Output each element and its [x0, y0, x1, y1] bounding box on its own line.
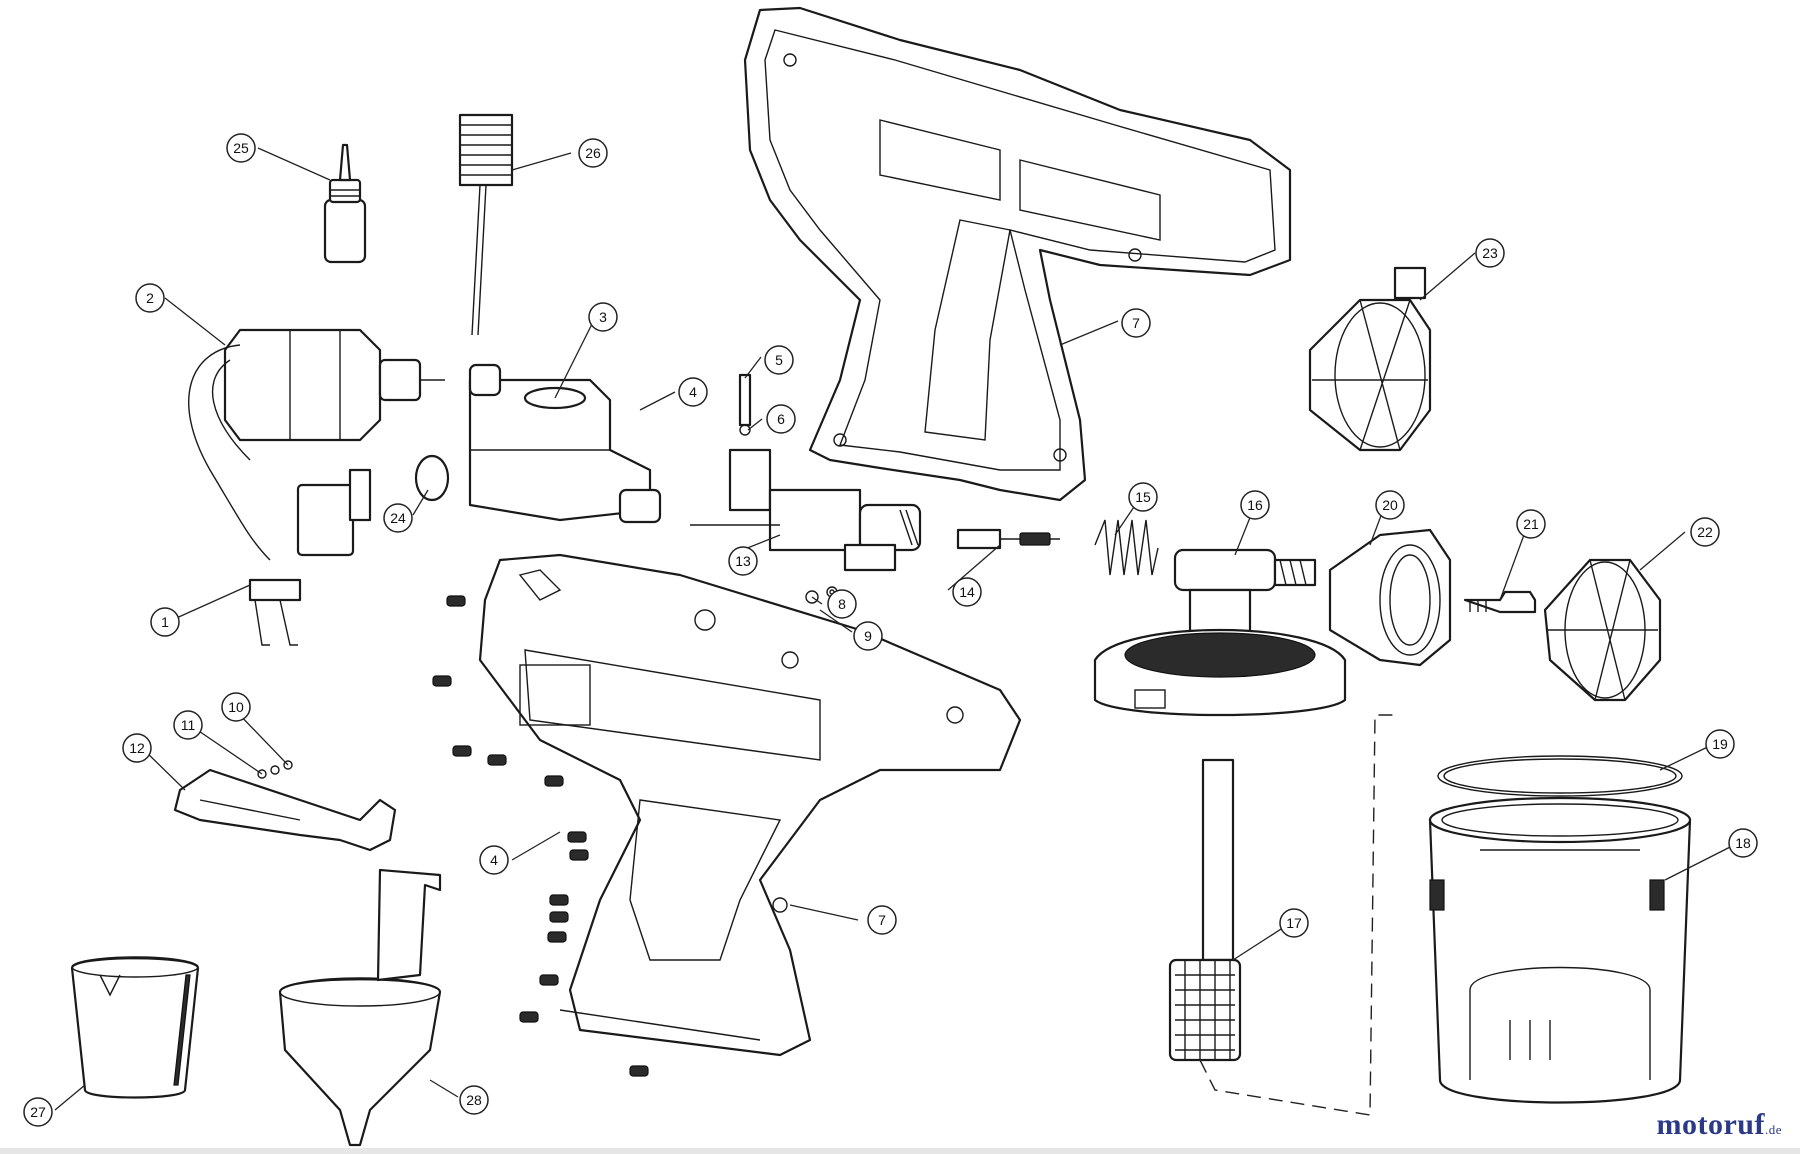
- svg-text:28: 28: [466, 1092, 482, 1108]
- oil-bottle: [323, 143, 367, 264]
- svg-text:1: 1: [161, 614, 169, 630]
- callout-19: 19: [1705, 729, 1735, 759]
- callout-24: 24: [383, 503, 413, 533]
- callout-9: 9: [853, 621, 883, 651]
- svg-text:5: 5: [775, 352, 783, 368]
- callout-8: 8: [827, 589, 857, 619]
- svg-text:20: 20: [1382, 497, 1398, 513]
- svg-text:16: 16: [1247, 497, 1263, 513]
- callouts: 1 2 3 4 4 5 6 7 7 8 9 10 11 12 13 14 15 …: [23, 133, 1758, 1127]
- motor: [188, 328, 445, 561]
- o-ring: [1437, 755, 1683, 797]
- watermark-main: motoruf: [1656, 1108, 1765, 1141]
- leader-lines: [54, 147, 1739, 1111]
- svg-text:27: 27: [30, 1104, 46, 1120]
- piston-pin: [738, 373, 752, 436]
- screws: [432, 595, 649, 1077]
- callout-3: 3: [588, 302, 618, 332]
- svg-text:8: 8: [838, 596, 846, 612]
- callout-11: 11: [173, 710, 203, 740]
- nozzle-screw: [1463, 590, 1537, 614]
- svg-text:17: 17: [1286, 915, 1302, 931]
- callout-1: 1: [150, 607, 180, 637]
- svg-text:15: 15: [1135, 489, 1151, 505]
- callout-27: 27: [23, 1097, 53, 1127]
- svg-text:18: 18: [1735, 835, 1751, 851]
- callout-7b: 7: [867, 905, 897, 935]
- svg-text:7: 7: [1132, 315, 1140, 331]
- switch: [248, 468, 372, 646]
- suction-tube-filter: [1168, 758, 1242, 1062]
- callout-20: 20: [1375, 490, 1405, 520]
- callout-2: 2: [135, 283, 165, 313]
- svg-text:9: 9: [864, 628, 872, 644]
- svg-text:13: 13: [735, 553, 751, 569]
- callout-7a: 7: [1121, 308, 1151, 338]
- container-lid: [1093, 548, 1347, 717]
- nozzle-cap: [1328, 528, 1452, 667]
- housing-half-top: [743, 6, 1292, 502]
- dashed-assembly-line: [1199, 714, 1400, 1116]
- watermark-logo: motoruf.de: [1656, 1108, 1782, 1142]
- paint-container: [1428, 796, 1692, 1104]
- spray-needle: [956, 528, 1060, 550]
- handle-strap: [173, 768, 397, 852]
- callout-12: 12: [122, 733, 152, 763]
- svg-text:25: 25: [233, 140, 249, 156]
- callout-4b: 4: [479, 845, 509, 875]
- callout-28: 28: [459, 1085, 489, 1115]
- svg-text:10: 10: [228, 699, 244, 715]
- viscosity-cup: [458, 113, 514, 336]
- measuring-cup: [70, 956, 200, 1099]
- spring: [1094, 519, 1159, 576]
- callout-25: 25: [226, 133, 256, 163]
- callout-4a: 4: [678, 377, 708, 407]
- callout-22: 22: [1690, 517, 1720, 547]
- svg-text:26: 26: [585, 145, 601, 161]
- svg-text:2: 2: [146, 290, 154, 306]
- callout-15: 15: [1128, 482, 1158, 512]
- valve-assembly: [690, 448, 922, 572]
- pump-housing: [468, 363, 662, 524]
- svg-text:19: 19: [1712, 736, 1728, 752]
- callout-17: 17: [1279, 908, 1309, 938]
- svg-text:14: 14: [959, 584, 975, 600]
- callout-13: 13: [728, 546, 758, 576]
- watermark-suffix: .de: [1764, 1122, 1782, 1137]
- air-cap: [1543, 558, 1662, 702]
- svg-text:21: 21: [1523, 516, 1539, 532]
- svg-text:4: 4: [490, 852, 498, 868]
- callout-14: 14: [952, 577, 982, 607]
- svg-text:23: 23: [1482, 245, 1498, 261]
- housing-half-bottom: [478, 553, 1022, 1057]
- callout-6: 6: [766, 404, 796, 434]
- callout-18: 18: [1728, 828, 1758, 858]
- svg-text:3: 3: [599, 309, 607, 325]
- funnel: [278, 868, 442, 1147]
- svg-text:11: 11: [181, 717, 196, 733]
- svg-text:12: 12: [129, 740, 145, 756]
- svg-text:4: 4: [689, 384, 697, 400]
- valve-disk: [414, 454, 450, 502]
- air-cap-alt: [1308, 266, 1432, 452]
- svg-text:7: 7: [878, 912, 886, 928]
- callout-26: 26: [578, 138, 608, 168]
- svg-text:6: 6: [777, 411, 785, 427]
- callout-10: 10: [221, 692, 251, 722]
- svg-text:22: 22: [1697, 524, 1713, 540]
- callout-21: 21: [1516, 509, 1546, 539]
- callout-23: 23: [1475, 238, 1505, 268]
- svg-text:24: 24: [390, 510, 406, 526]
- small-screws: [257, 760, 293, 779]
- callout-5: 5: [764, 345, 794, 375]
- bottom-bar: [0, 1148, 1800, 1154]
- callout-16: 16: [1240, 490, 1270, 520]
